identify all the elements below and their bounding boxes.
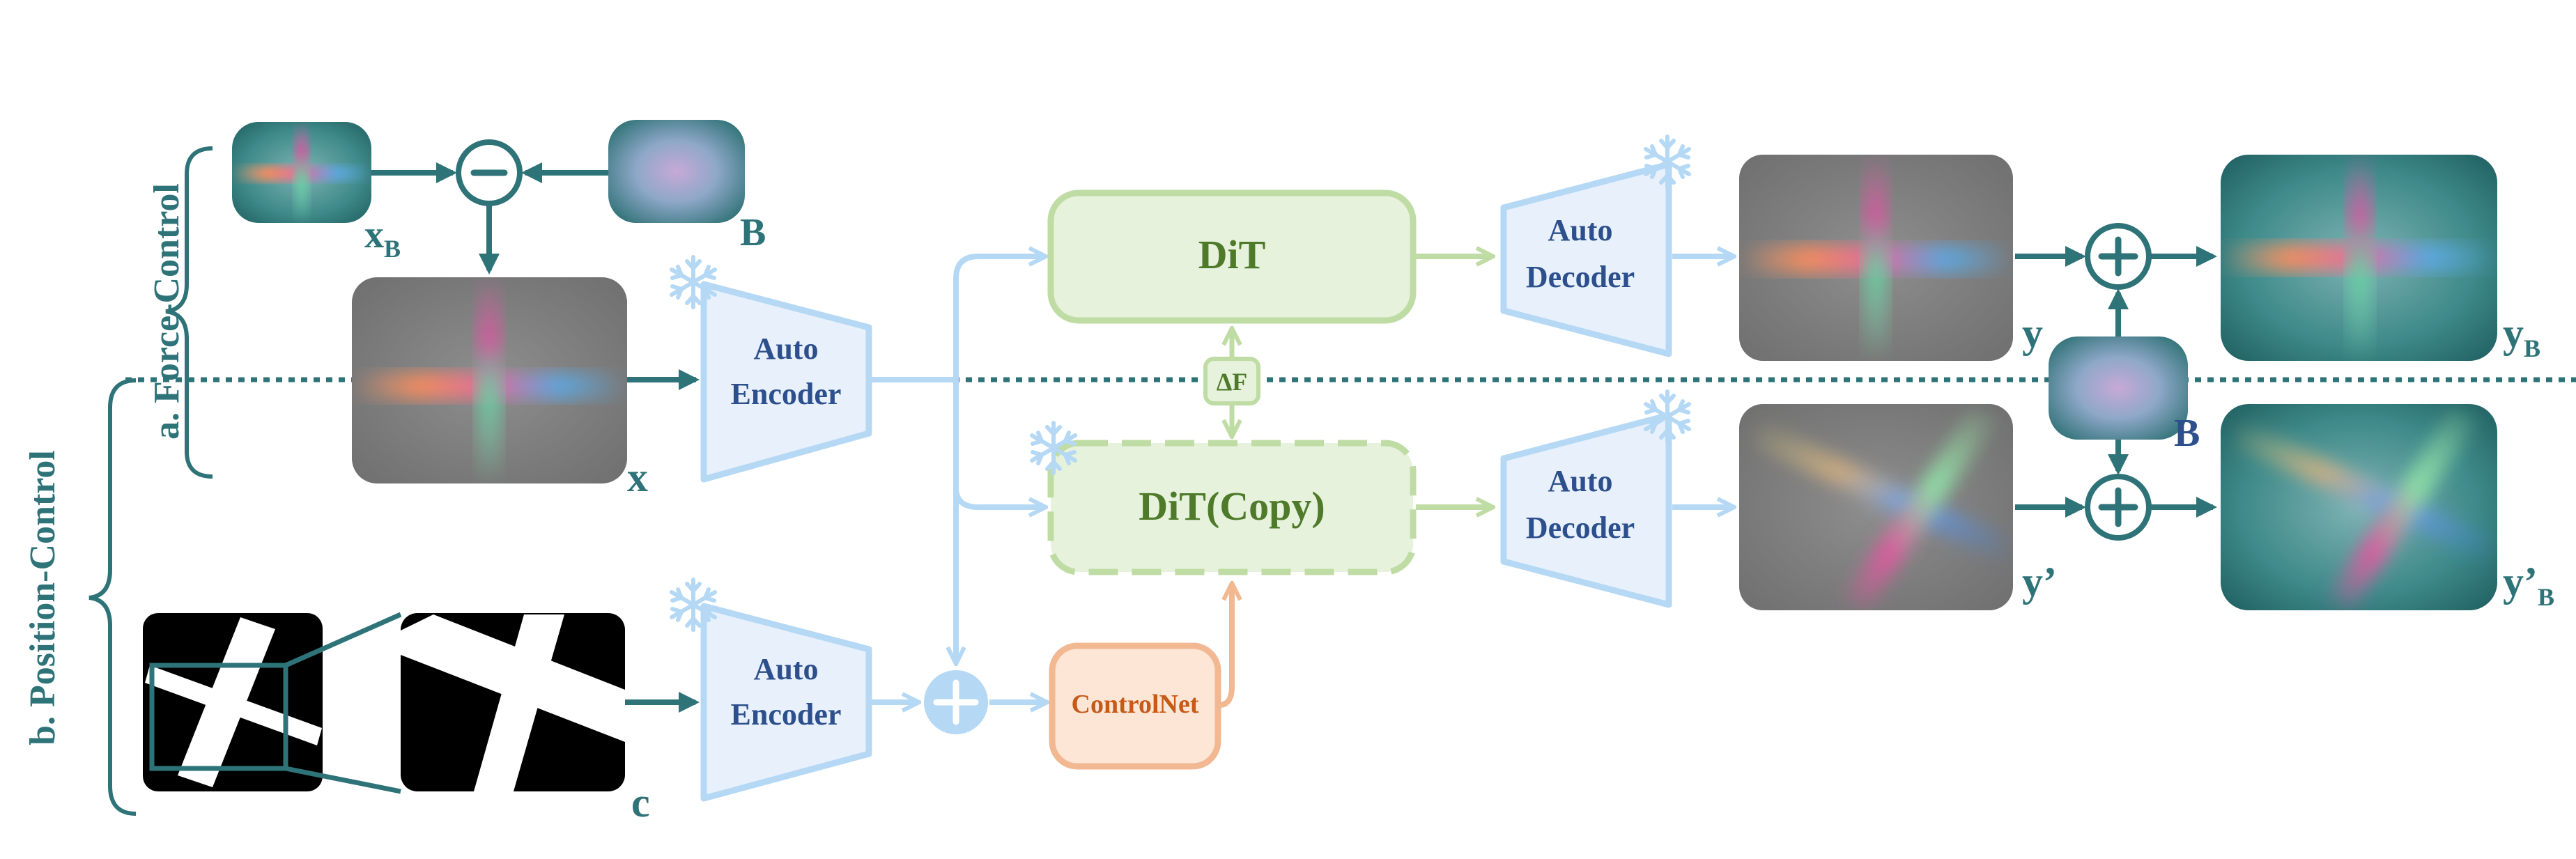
background-b-image (608, 120, 745, 223)
decoder-top-line1: Auto (1548, 213, 1613, 247)
yb-label: yB (2503, 310, 2540, 362)
position-control-brace (88, 378, 137, 816)
plus-circle-icon (2085, 223, 2152, 290)
branch-to-dit (953, 256, 1044, 380)
x-image (352, 277, 627, 483)
encoder-top-line2: Encoder (731, 377, 842, 411)
encoder-bottom-line2: Encoder (731, 697, 842, 732)
auto-decoder-top: Auto Decoder (1500, 161, 1672, 357)
dit-block: DiT (1047, 189, 1417, 324)
plus-circle-icon (2085, 474, 2152, 541)
decoder-top-line2: Decoder (1526, 260, 1635, 294)
c-label: c (631, 780, 650, 826)
zoom-line-top (284, 612, 402, 668)
plus-circle-icon (924, 670, 988, 734)
auto-decoder-bottom: Auto Decoder (1500, 412, 1672, 608)
b-top-label: B (740, 211, 766, 254)
b-mid-label: B (2174, 412, 2200, 455)
c-zoom-mask-image (401, 613, 625, 791)
ybprime-image (2221, 404, 2497, 610)
dit-copy-label: DiT(Copy) (1139, 483, 1325, 529)
ybprime-label: y’B (2503, 559, 2554, 611)
force-control-brace (165, 146, 213, 479)
yb-image (2221, 155, 2497, 361)
background-b-mid-image (2049, 336, 2188, 440)
dit-copy-block: DiT(Copy) (1047, 440, 1417, 575)
encoder-bottom-line1: Auto (754, 652, 819, 686)
xb-image (232, 122, 371, 223)
controlnet-label: ControlNet (1072, 690, 1199, 719)
force-control-label: a. Force-Control (147, 183, 187, 440)
decoder-bottom-line1: Auto (1548, 464, 1613, 498)
delta-f-label: ΔF (1217, 368, 1248, 396)
arrow-controlnet-to-dit-copy (1219, 585, 1232, 708)
auto-encoder-top: Auto Encoder (700, 281, 872, 483)
decoder-bottom-line2: Decoder (1526, 511, 1635, 545)
minus-circle-icon (456, 139, 523, 206)
y-label: y (2022, 310, 2043, 356)
auto-encoder-bottom: Auto Encoder (700, 603, 872, 802)
yprime-image (1739, 404, 2013, 610)
x-label: x (627, 454, 648, 500)
position-control-label: b. Position-Control (23, 450, 63, 745)
dit-label: DiT (1198, 232, 1266, 277)
controlnet-block: ControlNet (1049, 642, 1221, 770)
xb-label: xB (364, 213, 401, 263)
y-image (1739, 155, 2013, 361)
c-small-mask-image (143, 613, 323, 791)
delta-f-box: ΔF (1203, 330, 1260, 435)
encoder-top-line1: Auto (754, 332, 819, 366)
zoom-line-bottom (285, 766, 401, 794)
yprime-label: y’ (2022, 559, 2057, 605)
